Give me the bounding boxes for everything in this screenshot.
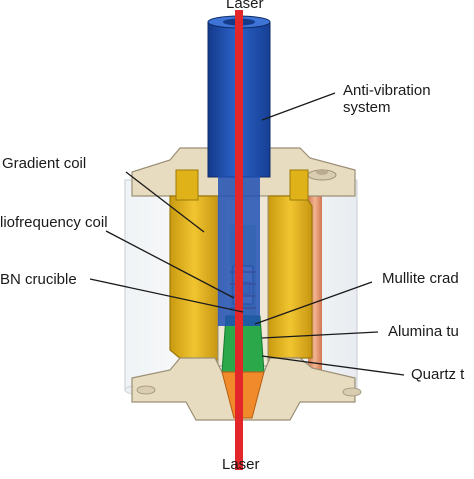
leader-alumina-tube <box>261 331 379 339</box>
gradient-coil-label: Gradient coil <box>2 155 87 172</box>
laser-top-label: Laser <box>226 0 264 12</box>
bn-crucible-label: BN crucible <box>0 271 77 288</box>
radiofrequency-coil-label: liofrequency coil <box>0 214 108 231</box>
anti-vibration-label-line1: Anti-vibration <box>343 82 431 99</box>
leader-mullite-cradle <box>254 281 373 325</box>
leader-bn-crucible <box>89 278 244 313</box>
alumina-tube-label: Alumina tu <box>388 323 459 340</box>
leader-anti-vibration <box>261 92 336 121</box>
leader-quartz-tube <box>261 355 405 376</box>
mullite-cradle-label: Mullite crad <box>382 270 459 287</box>
quartz-tube-label: Quartz t <box>411 366 465 383</box>
laser-bottom-label: Laser <box>222 456 260 473</box>
leader-radiofrequency-coil <box>105 230 235 299</box>
anti-vibration-label-line2: system <box>343 99 391 116</box>
laser-beam <box>235 10 243 470</box>
leader-gradient-coil <box>125 171 205 233</box>
